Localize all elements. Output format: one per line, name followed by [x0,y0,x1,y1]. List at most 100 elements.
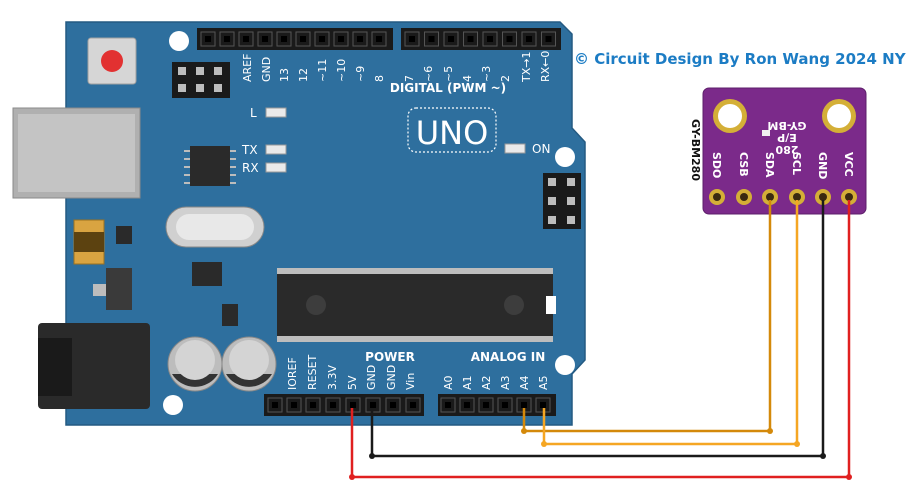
sensor-pin-label: SDA [763,152,776,178]
wire-joint [349,474,355,480]
digital-pin-label: TX→1 [520,52,533,83]
wire-a5-to-scl [542,200,799,446]
header-socket-hole [448,36,454,42]
digital-pin-label: ~11 [316,59,329,82]
header-socket-hole [370,402,376,408]
power-pin-label: RESET [306,354,319,390]
header-socket-hole [464,402,470,408]
header-socket-hole [300,36,306,42]
power-pin-label: Vin [404,373,417,390]
sensor-pin-hole [819,193,827,201]
digital-header-right [401,28,561,50]
digital-pin-label: 12 [297,68,310,82]
header-socket-hole [483,402,489,408]
led-on: ON [504,142,550,156]
digital-header-label: DIGITAL (PWM ~) [390,81,506,95]
led-l: L [250,106,287,120]
header-socket-hole [350,402,356,408]
header-socket-hole [428,36,435,42]
digital-pin-label: ~10 [335,59,348,82]
capacitor [167,336,223,392]
header-socket-hole [502,402,508,408]
uno-logo: UNO [407,107,497,153]
header-socket-hole [224,36,230,42]
sensor-pin-label: GND [816,152,829,179]
digital-pin-label: ~5 [442,66,455,82]
digital-pin-label: GND [260,57,273,82]
digital-pin-label: 7 [403,75,416,82]
analog-header-label: ANALOG IN [471,350,546,364]
mounting-hole [555,147,575,167]
header-socket-hole [445,402,451,408]
sensor-pin-hole [845,193,853,201]
led-tx: TX [241,143,287,157]
board-name: UNO [416,114,489,152]
wire-joint [521,428,527,434]
header-socket-hole [262,36,268,42]
usb-connector [12,107,141,199]
sensor-pin-hole [713,193,721,201]
header-socket-hole [487,36,493,42]
header-socket-hole [526,36,532,42]
sensor-pin-hole [740,193,748,201]
copyright-text: © Circuit Design By Ron Wang 2024 NY [574,50,906,68]
led-tx-label: TX [241,143,258,157]
analog-pin-label: A5 [537,375,550,390]
sensor-pin-hole [766,193,774,201]
wire-a4-to-sda [522,200,772,433]
mounting-hole [163,395,183,415]
power-pin-label: 3.3V [326,365,339,390]
power-pin-label: GND [385,365,398,390]
digital-pin-label: 13 [278,68,291,82]
digital-pin-label: ~6 [422,66,435,82]
analog-pin-label: A4 [518,375,531,390]
sensor-mount-hole-inner [827,104,851,128]
header-socket-hole [319,36,325,42]
icsp-header [172,62,230,98]
header-socket-hole [506,36,513,42]
header-socket-hole [243,36,249,42]
wire-5v-to-vcc [350,200,851,479]
mounting-hole [169,31,189,51]
sensor-pin-label: SDO [710,152,723,178]
header-socket-hole [281,36,287,42]
wire-joint [794,441,800,447]
led-rx-label: RX [242,161,259,175]
wire-gnd-to-gnd [370,200,825,458]
wire-joint [541,441,547,447]
sensor-pin-label: SCL [790,152,803,175]
header-socket-hole [540,402,546,408]
header-socket-hole [376,36,382,42]
wire-joint [767,428,773,434]
header-socket-hole [357,36,363,42]
wires [349,200,852,480]
wire-joint [846,474,852,480]
fuse-body [74,232,104,252]
header-socket-hole [310,402,316,408]
analog-pin-label: A1 [461,375,474,390]
led-rx: RX [242,161,287,175]
wire-joint [820,453,826,459]
op-amp-chip [192,262,222,286]
power-jack [38,323,150,409]
analog-pin-label: A2 [480,375,493,390]
header-socket-hole [330,402,336,408]
chip-text-line: GY-BM [767,119,806,132]
reset-button [87,37,137,85]
sensor-mount-hole-inner [718,104,742,128]
header-socket-hole [467,36,474,42]
sensor-pin-hole [793,193,801,201]
digital-pin-label: ~9 [354,66,367,82]
analog-pin-label: A0 [442,375,455,390]
capacitor [221,336,277,392]
header-socket-hole [409,36,415,42]
transistor [116,226,132,244]
header-socket-hole [291,402,297,408]
digital-pin-label: ~3 [480,66,493,82]
sensor-pin-label: VCC [842,152,855,177]
